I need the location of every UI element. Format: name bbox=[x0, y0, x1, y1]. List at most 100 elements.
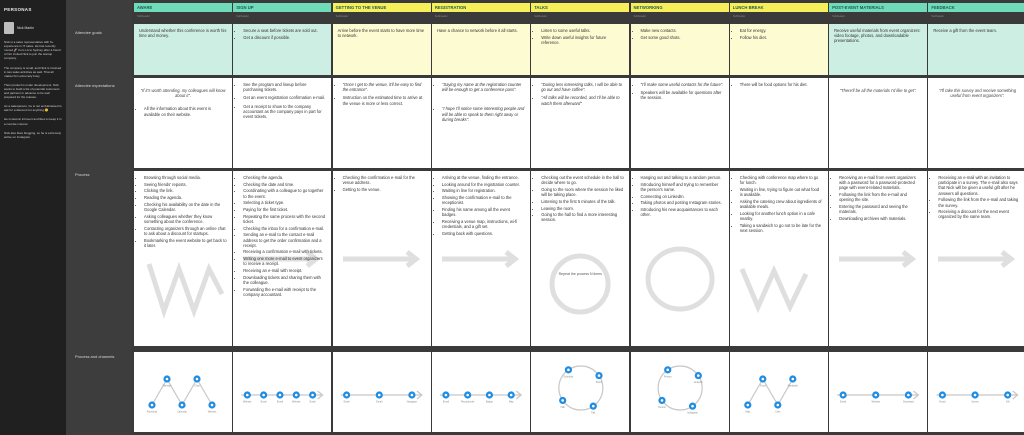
process-step: Seeing friends' reposts. bbox=[144, 182, 227, 187]
process-step: Forwarding the e-mail with receipt to th… bbox=[243, 287, 326, 297]
process-step: Downloading archives with materials. bbox=[839, 216, 922, 221]
process-step: Browsing through social media. bbox=[144, 175, 227, 180]
channel-node-icon: Email bbox=[375, 391, 383, 404]
expectation-item: "Saying my name at the registration coun… bbox=[442, 82, 525, 92]
svg-text:Receptionist: Receptionist bbox=[461, 401, 474, 404]
svg-text:Email: Email bbox=[376, 401, 382, 404]
goal-item: Get a discount if possible. bbox=[243, 35, 326, 40]
goals-cell: Have a chance to network before it all s… bbox=[431, 24, 530, 75]
goal-item: Eat for energy. bbox=[740, 28, 823, 33]
process-step: Listening to the first 5 minutes of the … bbox=[541, 199, 624, 204]
channel-node-icon: Cafe bbox=[774, 401, 782, 414]
channel-node-icon: Email bbox=[309, 391, 317, 404]
process-step: Waiting in line, trying to figure out wh… bbox=[740, 187, 823, 197]
process-step: Receiving a venue map, instructions, wi-… bbox=[442, 219, 525, 229]
svg-text:Food: Food bbox=[760, 385, 766, 388]
stage-header-3: REGISTRATION bbox=[431, 3, 530, 12]
process-step: Checking the confirmation e-mail for the… bbox=[343, 175, 426, 185]
avatar bbox=[4, 22, 14, 35]
expectations-cell: "I'll take this survey and receive somet… bbox=[928, 78, 1024, 168]
expectations-cell: "During less interesting talks, I will b… bbox=[531, 78, 630, 168]
expectation-quote: "I'll take this survey and receive somet… bbox=[938, 88, 1016, 99]
channel-node-icon: Email bbox=[276, 391, 284, 404]
channel-node-icon: Map bbox=[744, 401, 752, 414]
channel-node-icon: Website bbox=[243, 391, 252, 404]
process-step: Selecting a ticket type. bbox=[243, 200, 326, 205]
goals-cell: Receive useful materials from event orga… bbox=[829, 24, 928, 75]
goals-cell: Understand whether this conference is wo… bbox=[134, 24, 233, 75]
row-label-goals: Attendee goals bbox=[75, 30, 102, 35]
channel-node-icon: Website bbox=[871, 391, 881, 404]
goal-item: Listen to some useful talks. bbox=[541, 28, 624, 33]
channel-node-icon: Calendar bbox=[177, 401, 187, 414]
channel-node-icon: Website bbox=[208, 401, 217, 414]
svg-text:Badge: Badge bbox=[486, 401, 494, 404]
stage-subheader: Subheader bbox=[633, 15, 647, 18]
channel-node-icon: Badge bbox=[485, 391, 494, 404]
persona-card: Nick Martin bbox=[4, 22, 62, 35]
process-step: Leaving the room. bbox=[541, 206, 624, 211]
stage-header-1: SIGN UP bbox=[233, 3, 332, 12]
expectation-item: Instruction on the estimated time to arr… bbox=[343, 95, 426, 105]
persona-bio-paragraph: As a salesperson, he is not embarrassed … bbox=[4, 104, 62, 113]
channel-node-icon: Hall bbox=[559, 396, 567, 409]
process-cell: Browsing through social media. Seeing fri… bbox=[134, 171, 233, 346]
process-step: Getting to the venue. bbox=[343, 187, 426, 192]
channel-loop bbox=[657, 365, 703, 411]
expectation-item: "All talks will be recorded, and I'll be… bbox=[541, 95, 624, 105]
process-step: Receiving a confirmation e-mail with tic… bbox=[243, 249, 326, 254]
expectation-item: There will be food options for his diet. bbox=[740, 82, 823, 87]
process-step: Getting back with questions. bbox=[442, 231, 525, 236]
process-step: Coordinating with a colleague to go toge… bbox=[243, 188, 326, 198]
process-cell: Arriving at the venue, finding the entra… bbox=[431, 171, 530, 346]
process-step: Checking out the event schedule in the h… bbox=[541, 175, 624, 185]
svg-text:Map: Map bbox=[745, 411, 750, 414]
goals-cell: Receive a gift from the event team. bbox=[928, 24, 1024, 75]
persona-bio-paragraph: Nick also likes blogging, so he is extre… bbox=[4, 130, 62, 139]
stage-subheader: Subheader bbox=[137, 15, 150, 18]
channels-cell bbox=[134, 352, 233, 432]
goal-item: Secure a seat before tickets are sold ou… bbox=[243, 28, 326, 33]
stage-header-0: AWARE bbox=[134, 3, 233, 12]
process-step: Paying for the first ticket. bbox=[243, 207, 326, 212]
channel-node-icon: Talk bbox=[589, 402, 597, 415]
channel-node-icon: Facebook bbox=[147, 401, 158, 414]
expectations-cell: "Saying my name at the registration coun… bbox=[431, 78, 530, 168]
row-labels-column: Attendee goals Attendee expectations Pro… bbox=[66, 0, 132, 435]
expectation-item: "I'll make some useful contacts for the … bbox=[641, 82, 724, 87]
channel-node-icon: Email bbox=[442, 391, 450, 404]
expectation-item: Get a receipt to show to the company acc… bbox=[243, 104, 326, 120]
channel-node-icon: Gift bbox=[1004, 391, 1012, 404]
stage-header-8: FEEDBACK bbox=[928, 3, 1024, 12]
stage-subheader: Subheader bbox=[434, 15, 448, 18]
channel-node-icon: Website bbox=[292, 391, 301, 404]
svg-text:Schedule: Schedule bbox=[563, 375, 574, 378]
channels-cell bbox=[630, 352, 729, 432]
svg-text:Gift: Gift bbox=[1006, 401, 1010, 404]
svg-text:Calendar: Calendar bbox=[177, 411, 187, 414]
expectations-cell: "There'll be all the materials I'd like … bbox=[829, 78, 928, 168]
expectation-item: "During less interesting talks, I will b… bbox=[541, 82, 624, 92]
svg-text:Room: Room bbox=[596, 381, 602, 384]
goal-text: Receive useful materials from event orga… bbox=[834, 28, 921, 44]
expectation-item: "Once I get to the venue, it'll be easy … bbox=[343, 82, 426, 92]
process-step: Bookmarking the event website to get bac… bbox=[144, 238, 227, 248]
channel-node-icon: Chat bbox=[193, 375, 201, 388]
process-step: Introducing himself and trying to rememb… bbox=[641, 182, 724, 192]
process-step: Following the link from the e-mail and t… bbox=[938, 197, 1021, 207]
expectations-cell: There will be food options for his diet. bbox=[729, 78, 828, 168]
channel-node-icon: Sandwich bbox=[788, 375, 799, 388]
process-cell: Receiving an e-mail with an invitation t… bbox=[928, 171, 1024, 346]
stage-header-2: GETTING TO THE VENUE bbox=[332, 3, 431, 12]
process-step: Checking with conference map where to go… bbox=[740, 175, 823, 185]
stage-subheader: Subheader bbox=[236, 15, 249, 18]
svg-text:Email: Email bbox=[443, 401, 449, 404]
expectations-cell: "If it's worth attending, my colleagues … bbox=[134, 78, 233, 168]
channel-node-icon: Navigator bbox=[407, 391, 417, 404]
stage-header-6: LUNCH BREAK bbox=[729, 3, 828, 12]
svg-text:Cafe: Cafe bbox=[775, 411, 781, 414]
stage-subheader: Subheader bbox=[832, 15, 845, 18]
channel-node-icon: Email bbox=[260, 391, 268, 404]
svg-text:Website: Website bbox=[292, 401, 301, 404]
svg-text:Map: Map bbox=[509, 401, 514, 404]
